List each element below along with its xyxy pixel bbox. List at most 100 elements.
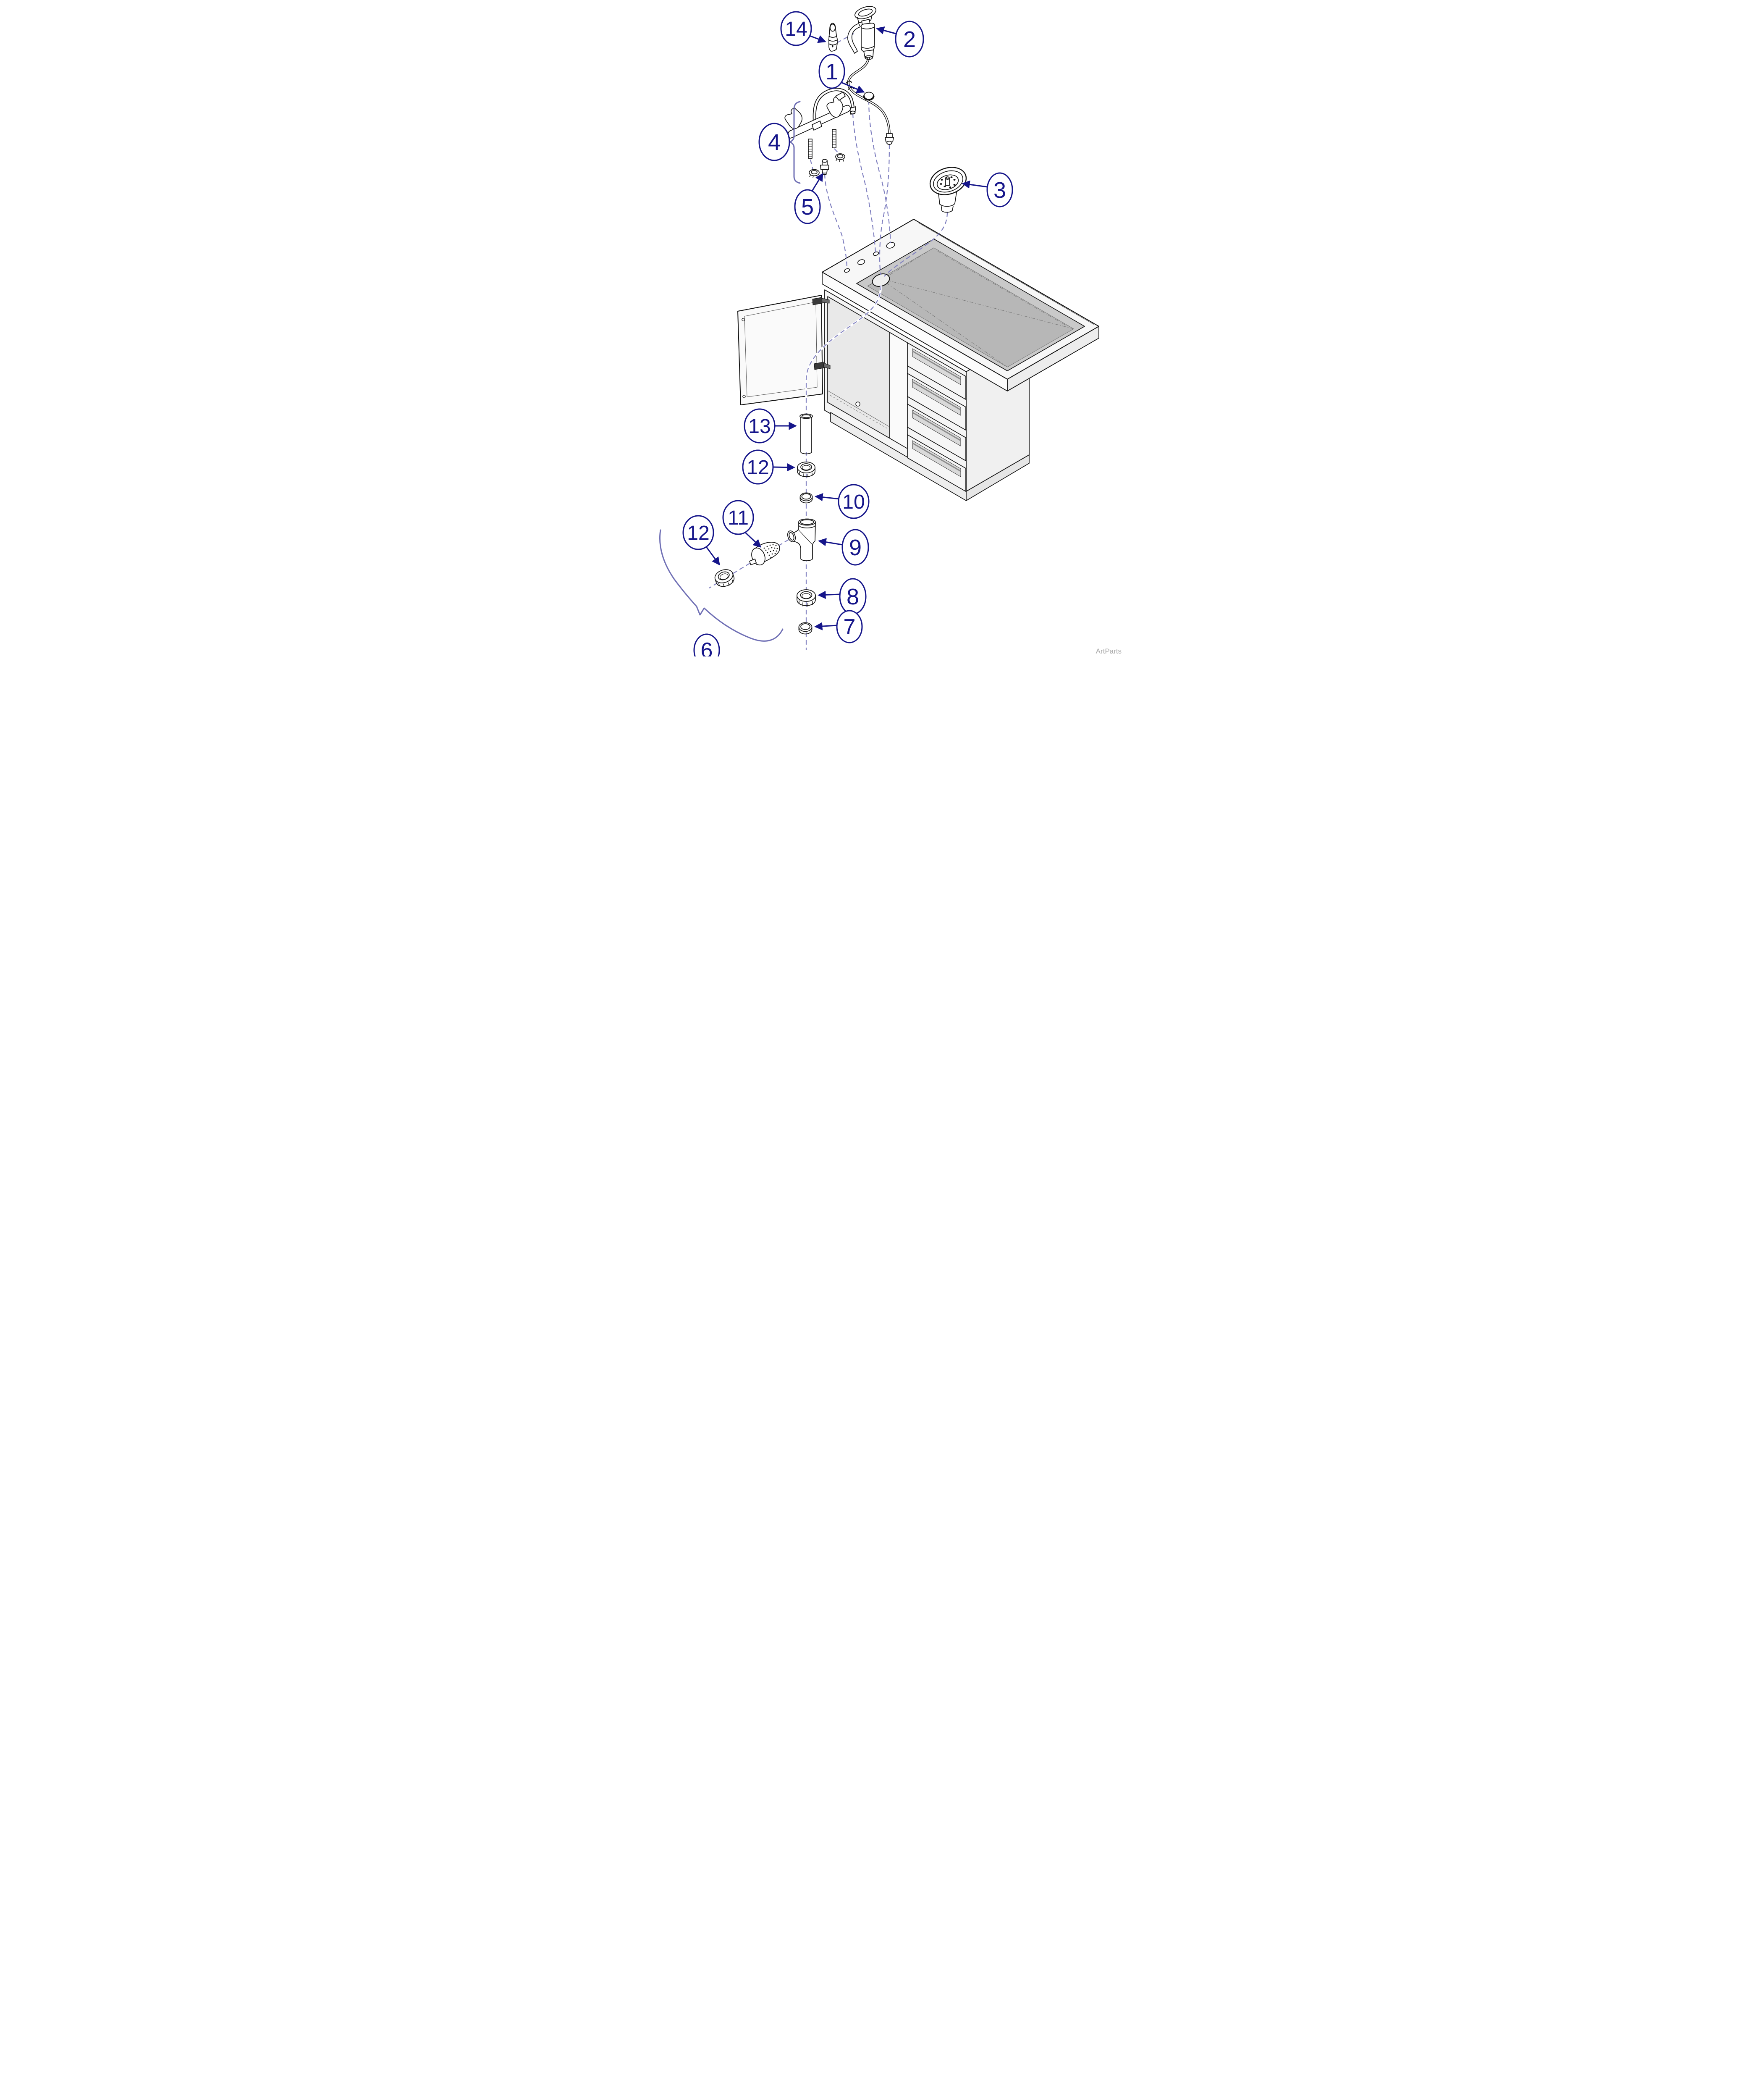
tailpiece-tube-part: [799, 413, 813, 454]
drawer-2: [907, 373, 966, 430]
tabletop-rim-line: [918, 223, 1094, 325]
arrow-12b: [704, 545, 720, 566]
faucet-locknut-left: [808, 169, 820, 178]
callouts: 14 2 1 4 5 3 1: [659, 11, 1013, 656]
callout-10: 10: [838, 484, 869, 519]
leader-stud-left: [810, 159, 813, 170]
drawer-3: [907, 404, 966, 461]
leader-stud-right: [834, 148, 839, 154]
arrow-8: [817, 591, 840, 599]
leader-hose-to-tub: [879, 144, 890, 275]
tub-crease-lines: [867, 247, 1074, 368]
hose-end-fitting: [884, 133, 894, 145]
callout-3: 3: [986, 172, 1013, 207]
valve-lever: [847, 23, 861, 54]
cone-tab: [749, 559, 757, 565]
arrow-11: [744, 531, 761, 548]
interior-floor-hole: [855, 402, 860, 407]
faucet-deck-holes: [844, 242, 895, 273]
cabinet-door: [737, 295, 830, 405]
slip-washer-upper-part: [799, 492, 813, 504]
callout-7-label: 7: [843, 615, 855, 639]
callout-8: 8: [839, 578, 866, 615]
diagram-page: 14 2 1 4 5 3 1: [638, 0, 1126, 656]
callout-12b-label: 12: [687, 522, 709, 544]
leader-fitting5-to-deck: [824, 173, 847, 269]
door-hinge-bottom: [814, 362, 830, 370]
exploded-parts-diagram: 14 2 1 4 5 3 1: [659, 6, 1122, 656]
leader-strainer-to-drain: [883, 212, 948, 277]
tub-basin: [856, 239, 1085, 371]
arrow-7: [814, 622, 837, 630]
interior-floor-edge: [827, 390, 889, 427]
supply-fitting-part: [820, 159, 829, 175]
arrow-14: [807, 34, 826, 43]
deck-hole-4: [886, 242, 895, 249]
brace-6: [659, 529, 783, 642]
callout-4-label: 4: [768, 130, 780, 155]
valve-knob: [854, 6, 876, 19]
slip-washer-bottom-part: [798, 622, 812, 635]
tabletop-edge-right: [1007, 326, 1099, 391]
callout-6-label: 6: [700, 638, 713, 656]
cabinet-kick-right: [965, 454, 1030, 501]
door-screw-top: [741, 318, 745, 321]
arrow-9: [818, 538, 842, 546]
arrow-10: [814, 493, 840, 501]
strainer-post: [945, 176, 950, 186]
door-screw-bottom: [742, 395, 746, 398]
callout-7: 7: [836, 610, 862, 643]
aerator-part: [828, 23, 838, 52]
strainer-part: [929, 167, 967, 213]
slip-nut-bottom-part: [796, 589, 816, 607]
faucet-stud-right: [831, 129, 836, 148]
leader-plug1-to-deck: [868, 100, 891, 243]
cone-strainer-part: [749, 542, 780, 566]
callout-5: 5: [794, 189, 820, 224]
callout-1-label: 1: [825, 59, 838, 84]
arrow-1: [840, 81, 865, 93]
callout-9-label: 9: [849, 535, 861, 560]
wet-table-top: [821, 219, 1099, 391]
tub-drain-hole: [872, 273, 890, 287]
deck-hole-3: [873, 251, 879, 256]
centerline-drain-vertical: [805, 285, 881, 650]
callout-2: 2: [895, 21, 924, 58]
callout-1: 1: [818, 54, 845, 89]
callout-11: 11: [722, 500, 754, 535]
door-panel: [737, 295, 823, 405]
cabinet: [737, 219, 1099, 501]
callout-5-label: 5: [801, 194, 813, 220]
leader-spout-to-deck: [852, 113, 876, 252]
drawer-1: [907, 342, 966, 400]
arrow-3: [961, 180, 987, 189]
cabinet-stile: [889, 332, 908, 449]
cone-perforations: [763, 544, 778, 558]
callout-14-label: 14: [785, 18, 807, 40]
callout-12a: 12: [742, 449, 773, 485]
drawer-4: [907, 434, 966, 492]
watermark-text: ArtParts: [1096, 647, 1121, 655]
slip-nut-upper-part: [797, 462, 815, 478]
callout-2-label: 2: [903, 27, 915, 52]
door-hinge-top: [812, 297, 829, 305]
arrow-5: [810, 173, 823, 193]
arrow-2: [875, 26, 896, 34]
callout-bubbles: 14 2 1 4 5 3 1: [682, 11, 1013, 656]
drain-tee-part: [787, 518, 816, 561]
callout-13-label: 13: [748, 415, 771, 438]
hose-break-symbol: [845, 81, 854, 90]
deck-hole-2: [857, 259, 865, 265]
spray-valve-part: [845, 6, 894, 145]
faucet-part: [784, 88, 856, 178]
hole-plug-part: [863, 92, 874, 101]
faucet-locknut-right: [835, 153, 845, 162]
drawer-bank: [907, 342, 966, 492]
door-inner-line: [744, 302, 817, 397]
strainer-perforations: [939, 176, 956, 188]
callout-4: 4: [758, 123, 790, 161]
callout-arrows: [704, 26, 987, 630]
callout-10-label: 10: [842, 491, 865, 513]
callout-3-label: 3: [993, 178, 1006, 203]
callout-13: 13: [744, 408, 775, 444]
